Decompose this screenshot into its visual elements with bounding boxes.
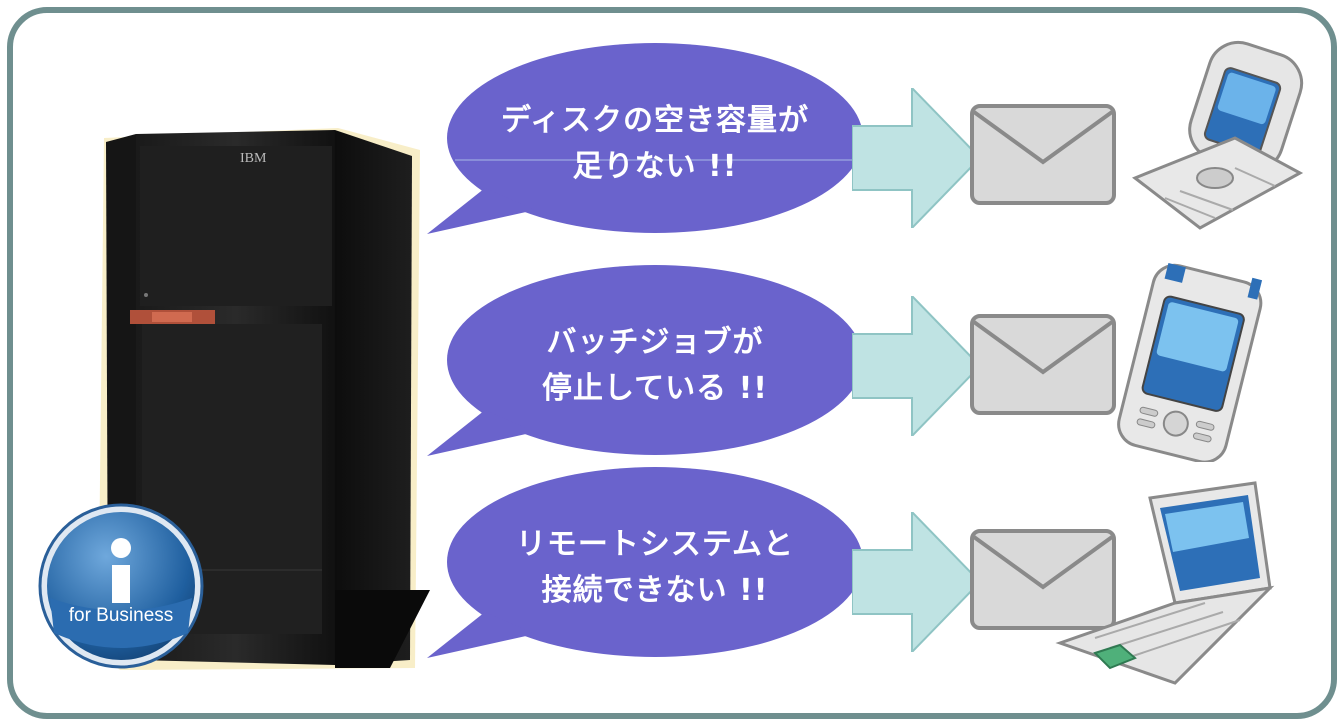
alert-line-2: 足りない !! (572, 149, 738, 184)
arrow-icon (852, 88, 982, 228)
alert-line-1: リモートシステムと (515, 527, 795, 562)
envelope-icon (970, 529, 1116, 630)
envelope-icon (970, 104, 1116, 205)
arrow-icon (852, 296, 982, 436)
alert-line-2: 接続できない !! (541, 573, 769, 608)
speech-bubble: バッチジョブが 停止している !! (425, 260, 865, 460)
ibm-logo: IBM (240, 151, 267, 166)
ibm-i-badge-icon (38, 503, 204, 669)
arrow-icon (852, 512, 982, 652)
alert-line-1: バッチジョブが (546, 325, 764, 360)
envelope-icon (970, 314, 1116, 415)
speech-bubble: リモートシステムと 接続できない !! (425, 462, 865, 662)
flip-phone-icon (1131, 40, 1304, 230)
badge-label: for Business (68, 605, 174, 626)
alert-line-1: ディスクの空き容量が (501, 103, 809, 138)
alert-line-2: 停止している !! (542, 371, 768, 406)
pda-phone-icon (1117, 263, 1263, 462)
speech-bubble: ディスクの空き容量が 足りない !! (425, 38, 865, 238)
laptop-icon (1055, 481, 1275, 685)
